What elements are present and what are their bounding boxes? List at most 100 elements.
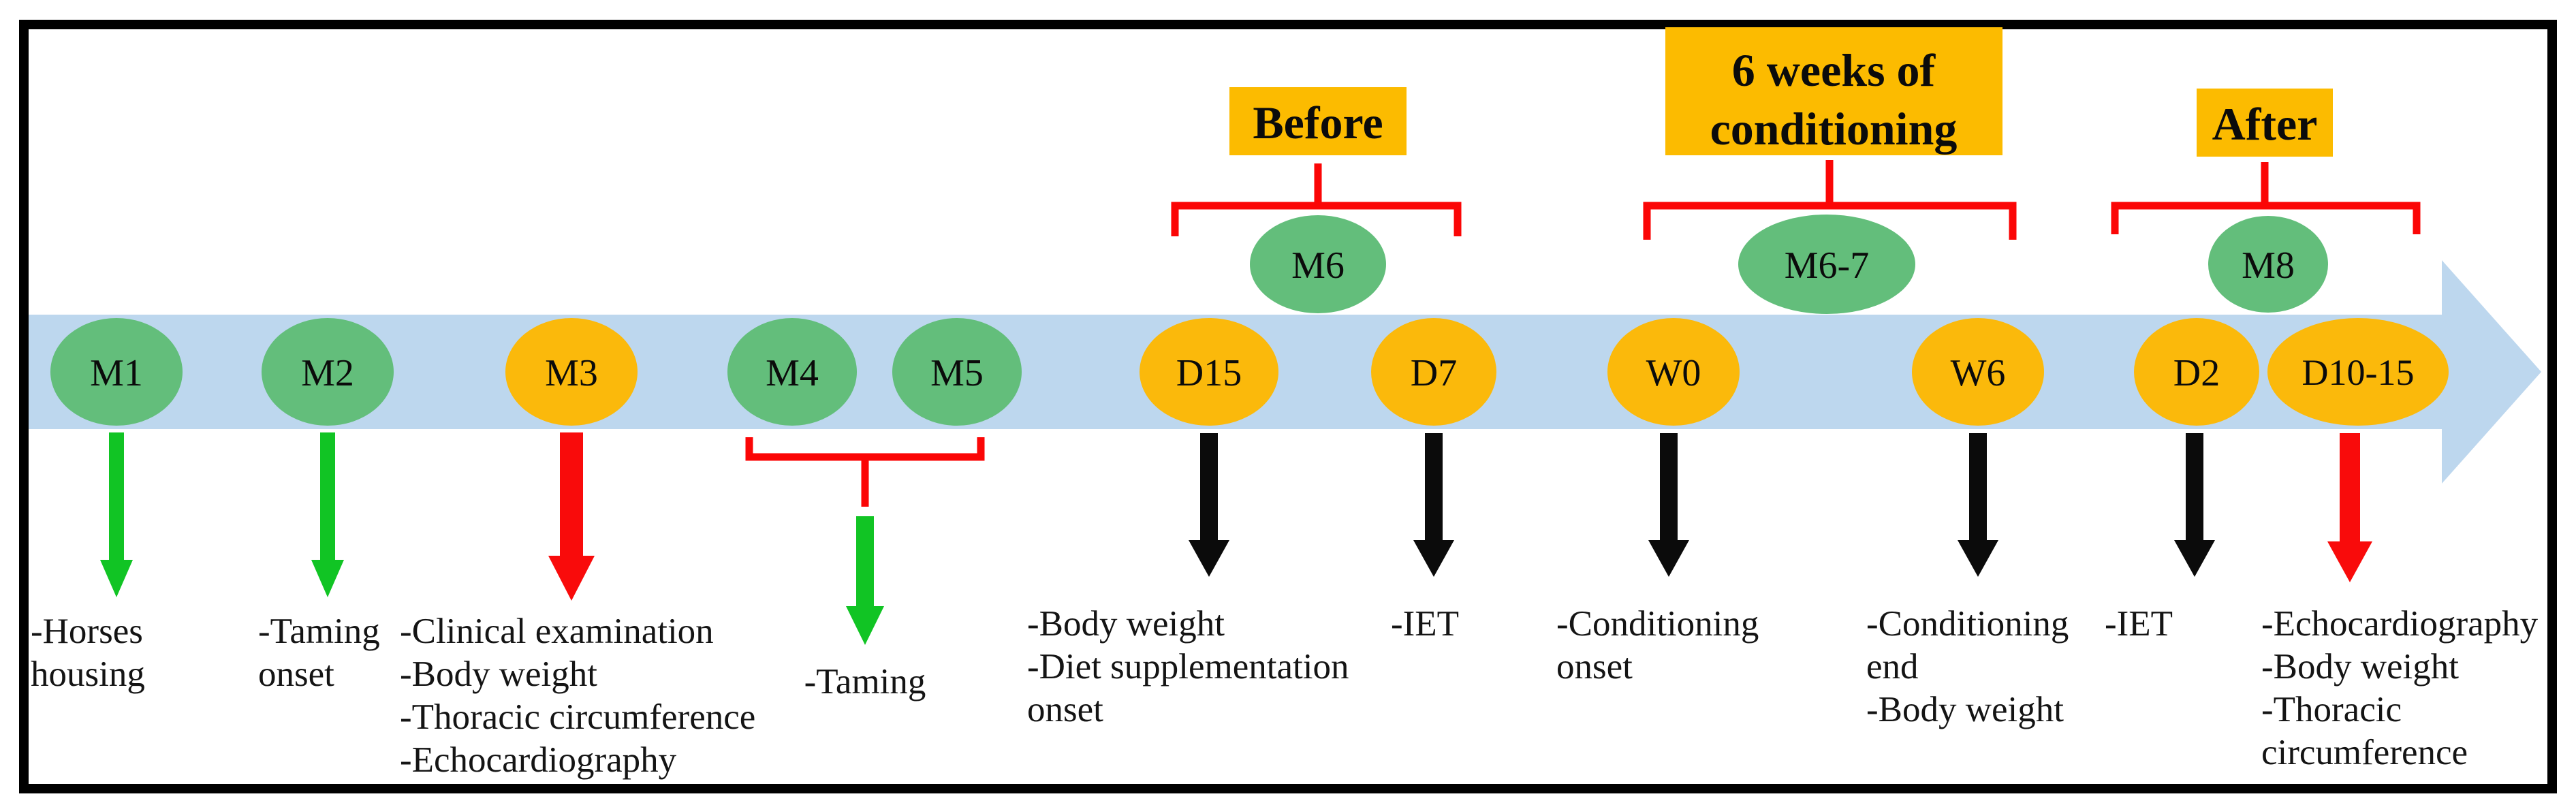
node-w6: W6 [1912,318,2044,426]
phase-box-conditioning: 6 weeks of conditioning [1665,27,2002,155]
node-m4-label: M4 [766,352,819,394]
figure-border [19,20,2557,793]
node-d10-15-ellipse [2267,318,2449,426]
annotation-d7: -IET [1391,604,1459,644]
upper-milestone-m6-7: M6-7 [1738,215,1915,314]
down-arrow-d2-icon [2174,433,2215,577]
annotation-d15-line2: -Diet supplementation [1027,647,1349,686]
annotation-d15: -Body weight -Diet supplementation onset [1027,604,1349,729]
annotation-d7-line1: -IET [1391,604,1459,644]
annotation-m2: -Taming onset [258,612,380,694]
node-m3: M3 [505,318,638,426]
node-d15-ellipse [1140,318,1278,426]
annotation-m1: -Horses housing [31,612,145,694]
node-m2: M2 [262,318,394,426]
bracket-before [1171,163,1462,236]
node-m1: M1 [50,318,183,426]
annotation-d2: -IET [2105,604,2173,644]
node-d10-15-label: D10-15 [2302,352,2415,393]
annotation-d15-line3: onset [1027,690,1103,729]
node-w6-label: W6 [1951,352,2006,394]
down-arrow-taming-icon [846,516,884,645]
annotation-w0-line1: -Conditioning [1556,604,1759,644]
phase-box-conditioning-label-line1: 6 weeks of [1732,44,1936,96]
phase-box-before-rect [1229,87,1407,155]
node-w0-ellipse [1607,318,1740,426]
upper-milestone-m8-label: M8 [2242,244,2295,287]
annotation-taming-line1: -Taming [804,662,926,701]
annotation-w6-line3: -Body weight [1866,690,2064,729]
annotation-taming: -Taming [804,662,926,701]
down-arrow-d15-icon [1189,433,1229,577]
annotation-d10-15: -Echocardiography -Body weight -Thoracic… [2261,604,2539,772]
upper-milestone-m8-ellipse [2208,216,2328,313]
annotation-w0: -Conditioning onset [1556,604,1759,686]
node-m5-ellipse [892,318,1022,426]
node-d15-label: D15 [1176,352,1242,394]
annotation-d10-15-line2: -Body weight [2261,647,2459,686]
phase-box-conditioning-label-line2: conditioning [1710,103,1958,155]
upper-milestone-m6-7-ellipse [1738,215,1915,314]
node-m5-label: M5 [930,352,984,394]
node-m5: M5 [892,318,1022,426]
annotation-m1-line2: housing [31,654,145,694]
node-d15: D15 [1140,318,1278,426]
node-w0-label: W0 [1646,352,1701,394]
down-arrow-w0-icon [1648,433,1689,577]
annotation-d2-line1: -IET [2105,604,2173,644]
node-m2-ellipse [262,318,394,426]
node-w6-ellipse [1912,318,2044,426]
node-m4: M4 [727,318,857,426]
annotation-m3-line1: -Clinical examination [400,612,714,651]
annotation-m2-line1: -Taming [258,612,380,651]
node-d7-ellipse [1371,318,1496,426]
node-d7: D7 [1371,318,1496,426]
upper-milestone-m6: M6 [1250,215,1386,313]
annotation-w6-line1: -Conditioning [1866,604,2069,644]
annotation-d10-15-line3: -Thoracic [2261,690,2402,729]
bracket-after [2111,162,2421,234]
down-arrow-m3-icon [548,432,595,601]
annotation-d15-line1: -Body weight [1027,604,1225,644]
annotation-d10-15-line4: circumference [2261,733,2468,772]
annotation-m3-line3: -Thoracic circumference [400,697,755,737]
phase-box-conditioning-rect [1665,27,2002,155]
annotation-m3-line4: -Echocardiography [400,740,677,780]
down-arrow-d10-15-icon [2327,433,2372,582]
node-m1-ellipse [50,318,183,426]
upper-milestone-m8: M8 [2208,216,2328,313]
phase-box-before: Before [1229,87,1407,155]
down-arrow-m2-icon [311,432,344,597]
bracket-m4-m5 [745,437,985,507]
annotation-w6-line2: end [1866,647,1919,686]
timeline-arrowhead-icon [2442,260,2541,484]
node-m3-label: M3 [545,352,598,394]
node-m1-label: M1 [90,352,143,394]
phase-box-after-label: After [2212,98,2318,150]
phase-box-after: After [2197,89,2333,157]
annotation-w6: -Conditioning end -Body weight [1866,604,2069,729]
annotation-m3-line2: -Body weight [400,654,597,694]
node-m4-ellipse [727,318,857,426]
annotation-m2-line2: onset [258,654,334,694]
upper-milestone-m6-label: M6 [1291,244,1345,287]
node-d7-label: D7 [1411,352,1457,394]
node-d2: D2 [2134,318,2259,426]
upper-milestone-m6-7-label: M6-7 [1785,244,1869,287]
down-arrow-m1-icon [100,432,133,597]
down-arrow-d7-icon [1413,433,1454,577]
annotation-d10-15-line1: -Echocardiography [2261,604,2539,644]
phase-box-before-label: Before [1253,97,1383,148]
upper-milestone-m6-ellipse [1250,215,1386,313]
annotation-w0-line2: onset [1556,647,1633,686]
node-w0: W0 [1607,318,1740,426]
node-d10-15: D10-15 [2267,318,2449,426]
node-d2-ellipse [2134,318,2259,426]
down-arrow-w6-icon [1958,433,1998,577]
phase-box-after-rect [2197,89,2333,157]
node-m2-label: M2 [301,352,354,394]
annotation-m1-line1: -Horses [31,612,143,651]
bracket-conditioning [1643,160,2017,240]
